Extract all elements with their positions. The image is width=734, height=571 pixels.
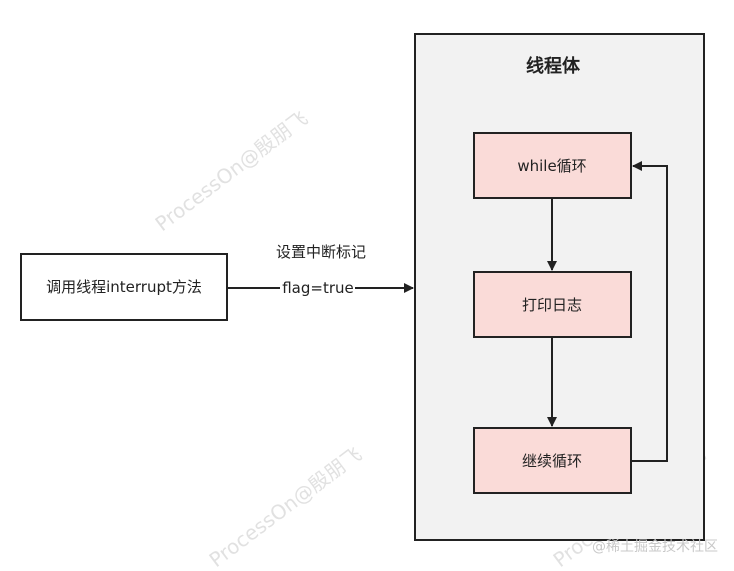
thread-body-title: 线程体: [526, 55, 581, 77]
loop-back-arrow: [631, 161, 668, 462]
caller-node-label: 调用线程interrupt方法: [46, 278, 202, 296]
processon-watermark-top: ProcessOn@殷朋飞: [151, 106, 313, 236]
set-flag-label-line2: flag=true: [282, 279, 354, 297]
while-loop-label: while循环: [517, 157, 586, 175]
continue-loop-node: [473, 427, 632, 494]
site-credit-watermark: @稀土掘金技术社区: [592, 539, 718, 555]
processon-watermark-bottom: ProcessOn@殷朋飞: [205, 442, 367, 571]
caller-node: [20, 253, 228, 321]
print-log-node: [473, 271, 632, 338]
print-log-label: 打印日志: [522, 296, 582, 314]
continue-loop-label: 继续循环: [522, 452, 582, 470]
while-loop-node: [473, 132, 632, 199]
set-flag-label-line1: 设置中断标记: [276, 243, 366, 261]
